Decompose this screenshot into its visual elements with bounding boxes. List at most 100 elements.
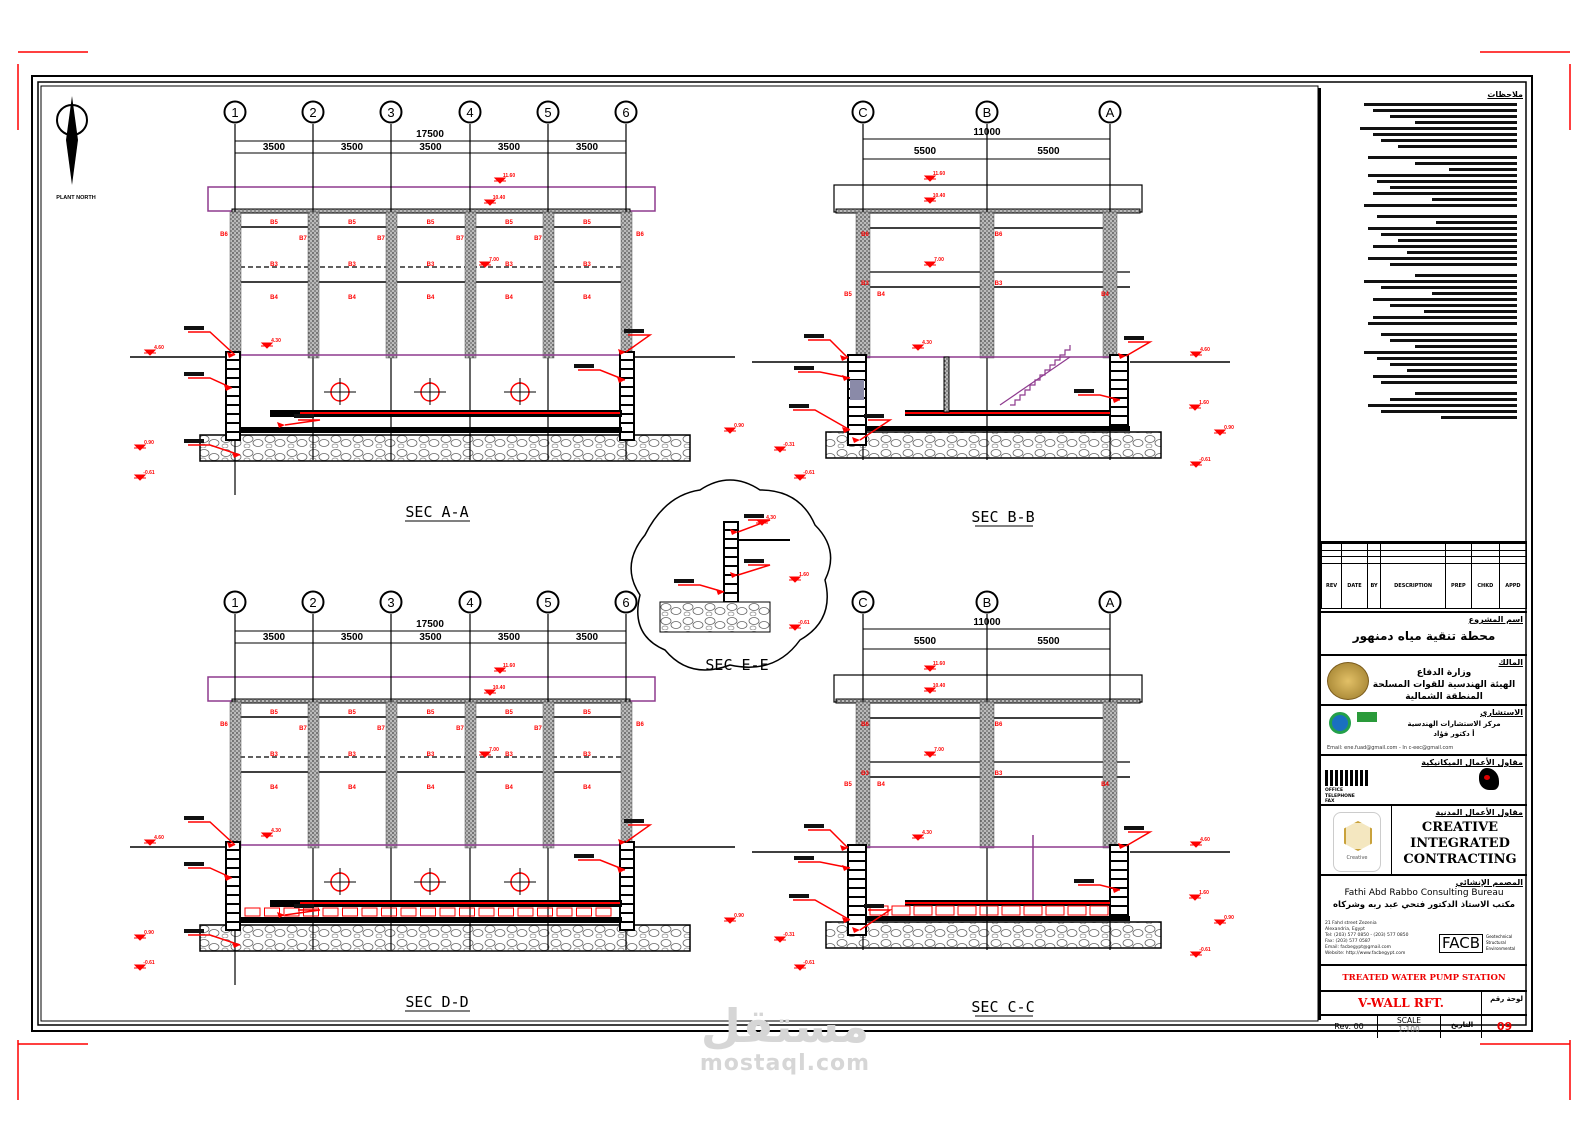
callout-text-block [184,326,204,330]
callout-text-block [1124,826,1144,830]
drawing-no-label: لوحة رقم [1490,995,1523,1003]
callout-text-block [184,816,204,820]
gravel-bedding [825,431,1162,459]
note-line [1432,292,1517,295]
mech-label: مقاول الأعمال الميكانيكية [1421,758,1523,767]
watermark-en: mostaql.com [699,1051,871,1076]
level-value: -0.61 [143,470,155,476]
level-triangle-icon [923,687,937,694]
owner-label: المالك [1498,658,1523,667]
address-line: Fax: (203) 577 0587 [1325,939,1371,944]
ground-beam-rebar [459,907,475,917]
level-value: 10.40 [933,683,946,689]
divider [1440,1016,1441,1038]
level-triangle-icon [793,964,807,971]
project-title: TREATED WATER PUMP STATION [1342,973,1506,983]
level-marker: 1.60 [1188,890,1209,901]
arrow-head-icon [842,375,850,381]
note-line [1381,333,1517,336]
level-value: -0.31 [783,442,795,448]
grid-bubble [1098,590,1122,614]
note-line [1398,239,1517,242]
level-marker: -0.61 [133,470,155,481]
level-value: 11.60 [503,173,515,179]
notes-panel: ملاحظات [1321,88,1527,543]
consultant-block: الاستشاري مركز الاستشارات الهندسية أ دكت… [1321,706,1527,756]
level-triangle-icon [911,344,925,351]
mech-contractor-block: مقاول الأعمال الميكانيكية OFFICE TELEPHO… [1321,756,1527,806]
beam-label: B6 [861,722,869,728]
grid-bubble [975,100,999,124]
callout-arrow [794,366,851,381]
beam-label: B6 [861,232,869,238]
rev-header: APPD [1498,562,1528,609]
level-marker: 1.60 [788,572,809,583]
beam-label: B3 [348,752,356,758]
level-marker: 10.40 [483,685,505,696]
beam-label: B4 [348,785,356,791]
ground-beam-rebar [913,905,933,916]
pipe [414,378,446,405]
level-triangle-icon [478,751,492,758]
level-value: 4.60 [154,345,164,351]
beam-label: B5 [505,220,513,226]
dimension-total: 11000 [973,617,1001,628]
north-label: PLANT NORTH [56,195,95,201]
dimension-span: 5500 [1037,636,1060,647]
address-line: Website: http://www.facbegypt.com [1325,951,1406,956]
ground-beam-rebar [400,907,417,917]
level-triangle-icon [923,175,937,182]
callout-arrow [184,929,241,948]
column [620,701,633,849]
arrow-head-icon [1118,353,1126,359]
level-triangle-icon [788,624,802,631]
address-line: 21 Fahd street Zezenia [1325,921,1377,926]
grid-bubble [851,100,875,124]
callout-text-block [789,894,809,898]
rev-header: DESCRIPTION [1380,562,1446,609]
callout-arrow [618,329,653,355]
beam-label: B7 [377,726,385,732]
watermark: مستقل mostaql.com [690,1000,880,1076]
column [307,701,320,849]
note-line [1415,392,1517,395]
arrow-head-icon [852,437,860,443]
project-label: اسم المشروع [1468,615,1523,624]
consultant-logo [1329,712,1351,734]
grid-label: 2 [309,105,316,120]
grid-label: 2 [309,595,316,610]
pipe [504,868,536,895]
beam-label: B5 [427,220,435,226]
owner-line: المنطقة الشمالية [1405,692,1483,702]
civil-contractor-logo: Creative [1333,812,1381,872]
note-line [1372,109,1517,112]
note-line [1406,251,1517,254]
level-marker: 0.90 [723,423,744,434]
level-triangle-icon [755,519,769,526]
note-line [1389,115,1517,118]
owner-seal-logo [1327,662,1369,700]
level-value: 7.00 [934,747,944,753]
level-triangle-icon [133,934,147,941]
arrow-head-icon [277,912,285,918]
beam-label: B4 [1101,782,1109,788]
mech-contact: OFFICE TELEPHONE FAX [1325,788,1355,805]
base-slab [866,916,1130,921]
column [464,211,477,359]
civil-logo-text: Creative [1346,855,1368,861]
grid-label: 3 [387,105,394,120]
address-line: Email: facbegypt@gmail.com [1325,945,1392,950]
divider [1481,1016,1482,1038]
leader-line [859,419,893,441]
level-marker: 4.60 [143,345,164,356]
grid-label: B [983,595,992,610]
ground-beam-rebar [342,907,358,917]
grid-label: A [1106,595,1115,610]
roof-parapet [207,676,656,702]
arrow-head-icon [224,875,232,881]
leader-line [284,909,321,916]
